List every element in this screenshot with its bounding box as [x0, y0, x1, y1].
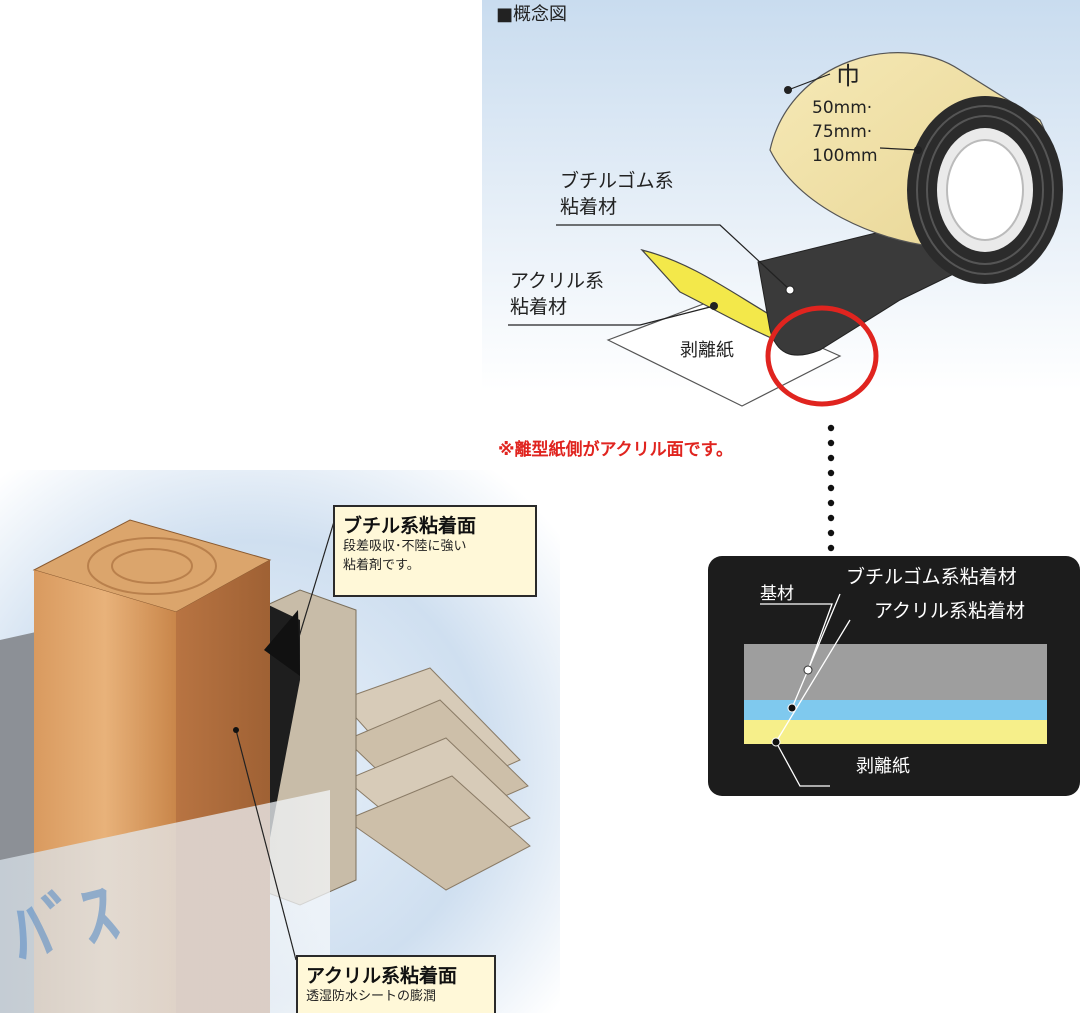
callout-acrylic-body: 透湿防水シートの膨潤: [306, 989, 437, 1004]
callout-butyl-body-2: 粘着剤です。: [343, 557, 420, 573]
acrylic-label-line2: 粘着材: [510, 296, 568, 318]
tape-roll: [769, 52, 1063, 284]
callout-leader-lines: [235, 514, 337, 961]
highlight-circle: [765, 305, 879, 407]
release-layer-label: 剥離紙: [856, 756, 910, 777]
butyl-layer-label: ブチルゴム系粘着材: [846, 566, 1017, 588]
callout-butyl-title: ブチル系粘着面: [343, 515, 477, 537]
release-paper-sheet: [606, 299, 842, 407]
note-text: ※離型紙側がアクリル面です。: [498, 440, 733, 460]
acrylic-layer-label: アクリル系粘着材: [874, 600, 1026, 622]
callout-butyl-body-1: 段差吸収･不陸に強い: [343, 539, 467, 554]
width-value-75: 75mm·: [812, 122, 873, 142]
callout-acrylic: アクリル系粘着面 透湿防水シートの膨潤: [296, 955, 496, 1013]
callout-acrylic-title: アクリル系粘着面: [306, 965, 458, 987]
breathable-sheet: [0, 790, 330, 1013]
substrate-label: 基材: [760, 584, 794, 604]
width-value-100: 100mm: [812, 146, 878, 166]
siding-boards: [339, 667, 531, 891]
acrylic-label-line1: アクリル系: [510, 270, 605, 292]
callout-butyl: ブチル系粘着面 段差吸収･不陸に強い 粘着剤です。: [333, 505, 537, 597]
dotted-connector: [827, 424, 835, 552]
concept-heading: ■概念図: [496, 4, 568, 25]
release-paper-label: 剥離紙: [680, 340, 734, 361]
width-value-50: 50mm·: [812, 98, 873, 118]
butyl-label-line1: ブチルゴム系: [560, 170, 674, 192]
width-label: 巾: [836, 62, 860, 90]
concept-leader-lines: [508, 73, 919, 326]
butyl-label-line2: 粘着材: [560, 196, 618, 218]
